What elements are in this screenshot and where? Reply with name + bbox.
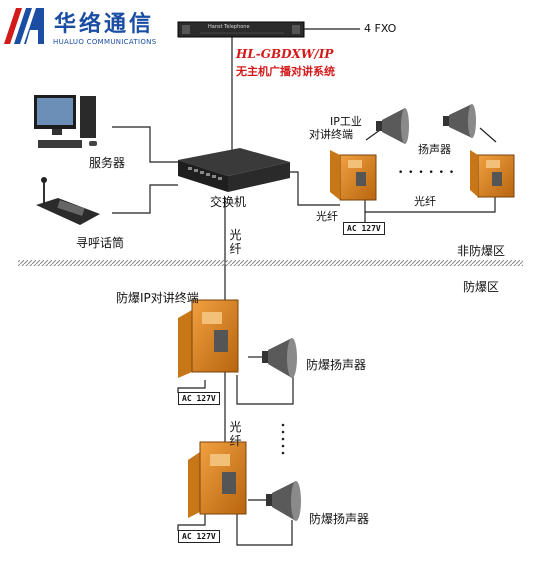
connection-lines — [112, 28, 497, 546]
ex-terminal-label: 防爆IP对讲终端 — [116, 291, 199, 305]
fiber-label-left: 光纤 — [316, 210, 338, 223]
server-label: 服务器 — [89, 156, 126, 170]
fxo-label: 4 FXO — [364, 22, 397, 35]
explosion-proof-speaker-icon — [266, 481, 301, 521]
ac-label-lower-2: AC 127V — [178, 530, 220, 543]
ip-terminal-cabinet-right — [470, 150, 515, 198]
ip-terminal-label-line1: IP工业 — [330, 115, 362, 128]
horn-speaker-icon — [443, 104, 476, 138]
brand-name-cn: 华络通信 — [54, 12, 155, 37]
zone-boundary — [18, 260, 523, 266]
fiber-label-right: 光纤 — [414, 195, 436, 208]
fiber-label-vertical-lower: 光纤 — [229, 420, 242, 448]
fiber-label-vertical: 光纤 — [229, 228, 242, 256]
speaker-label: 扬声器 — [418, 143, 451, 156]
brand-logo-icon — [4, 8, 44, 44]
horn-speaker-icon — [376, 108, 409, 144]
system-model: HL-GBDXW/IP — [236, 47, 334, 61]
ac-label-right: AC 127V — [343, 222, 385, 235]
explosion-proof-speaker-icon — [262, 338, 297, 378]
continuation-dots — [281, 423, 285, 455]
system-name: 无主机广播对讲系统 — [236, 65, 335, 78]
ac-label-lower-1: AC 127V — [178, 392, 220, 405]
switch-label: 交换机 — [210, 195, 247, 209]
zone-label-explosion: 防爆区 — [463, 280, 500, 294]
ip-terminal-label-line2: 对讲终端 — [309, 128, 353, 141]
dots-label: • • • • • • — [398, 168, 456, 178]
paging-mic-label: 寻呼话筒 — [76, 236, 125, 250]
ip-terminal-cabinet-left — [330, 150, 377, 201]
zone-label-non-explosion: 非防爆区 — [457, 244, 506, 258]
ex-speaker-label-2: 防爆扬声器 — [309, 512, 370, 526]
paging-microphone-icon — [36, 177, 100, 225]
network-switch-icon — [178, 148, 290, 192]
server-icon — [34, 95, 97, 148]
device-panel-text: Hanst Telephone — [208, 24, 250, 30]
explosion-proof-terminal-2 — [188, 441, 247, 518]
ex-speaker-label-1: 防爆扬声器 — [306, 358, 367, 372]
brand-name-en: HUALUO COMMUNICATIONS — [53, 38, 157, 46]
explosion-proof-terminal-1 — [178, 299, 239, 378]
